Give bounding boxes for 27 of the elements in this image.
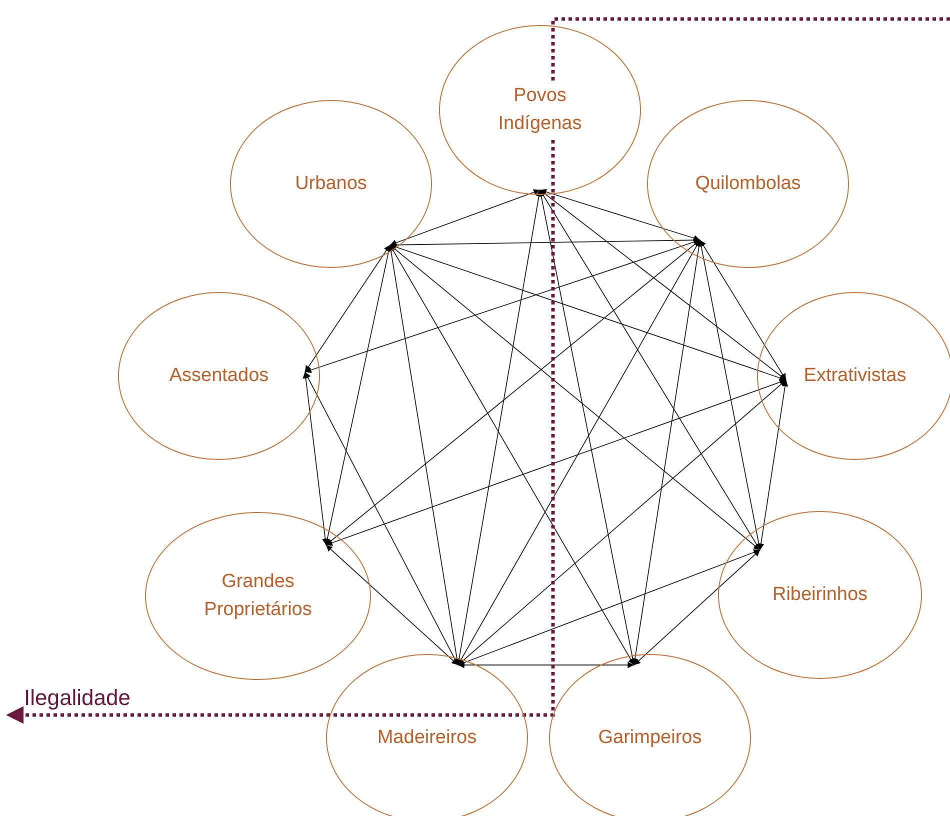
arrow xyxy=(700,240,786,380)
ellipse-node xyxy=(145,512,371,680)
arrow xyxy=(390,244,760,550)
arrow xyxy=(458,662,634,668)
ellipse-node xyxy=(326,654,528,816)
arrow xyxy=(326,544,458,666)
arrow xyxy=(326,379,786,546)
ellipse-node xyxy=(230,100,432,268)
arrow xyxy=(304,244,390,372)
arrow xyxy=(390,189,540,246)
arrow xyxy=(540,188,700,242)
ellipse-node xyxy=(757,292,950,460)
ellipse-node xyxy=(718,511,922,679)
arrow xyxy=(458,380,786,666)
ellipse-node xyxy=(439,25,641,195)
arrow xyxy=(632,240,702,666)
ellipse-node xyxy=(118,292,320,460)
arrow xyxy=(304,372,458,666)
arrow xyxy=(302,372,328,546)
arrow xyxy=(326,240,700,546)
ellipse-node xyxy=(549,654,751,816)
arrow xyxy=(758,380,788,550)
annotation-label: Ilegalidade xyxy=(24,684,130,712)
arrow xyxy=(390,244,634,666)
arrow xyxy=(324,244,392,546)
arrow xyxy=(634,550,760,666)
ellipse-node xyxy=(647,100,849,268)
